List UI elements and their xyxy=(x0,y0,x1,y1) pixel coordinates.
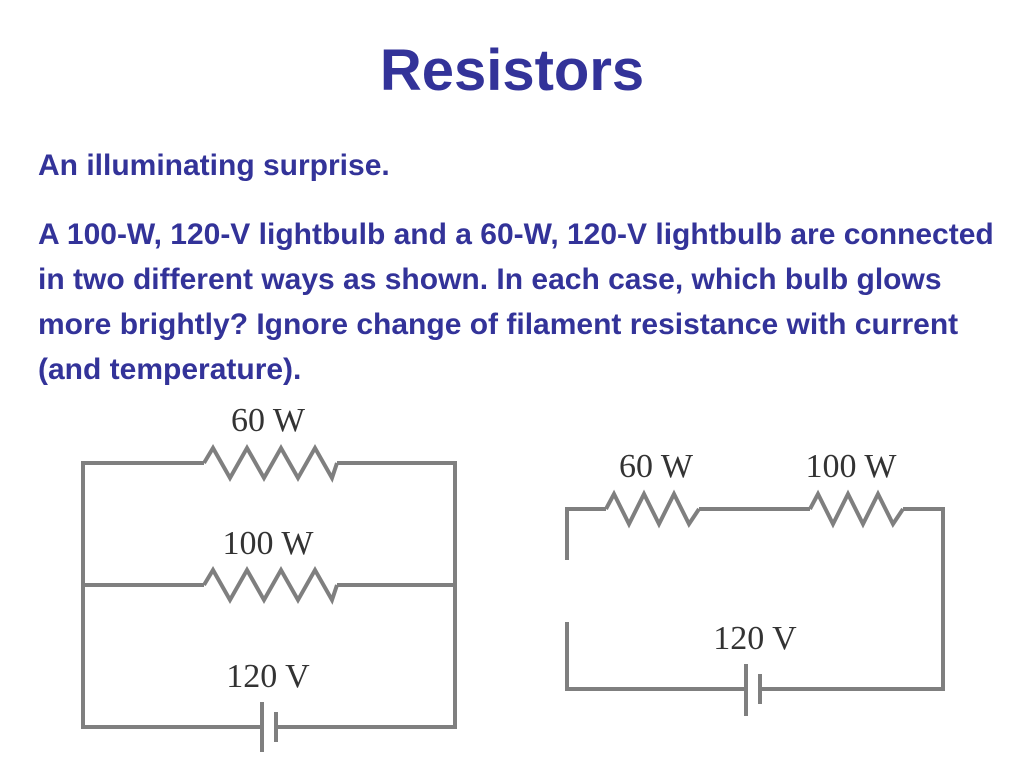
parallel-circuit: 60 W 100 W 120 V xyxy=(81,402,457,752)
series-circuit: 60 W 100 W 120 V xyxy=(565,448,945,716)
parallel-top-resistor-label: 60 W xyxy=(231,402,306,439)
parallel-outer-wire xyxy=(81,461,457,729)
slide-subtitle: An illuminating surprise. xyxy=(38,149,390,182)
parallel-middle-resistor-label: 100 W xyxy=(223,525,315,562)
parallel-middle-resistor xyxy=(202,565,339,605)
parallel-top-resistor xyxy=(202,443,339,483)
parallel-battery xyxy=(260,702,278,752)
series-left-resistor-label: 60 W xyxy=(619,448,694,485)
series-left-resistor xyxy=(604,489,701,529)
series-top-wire xyxy=(565,507,945,691)
problem-statement: A 100-W, 120-V lightbulb and a 60-W, 120… xyxy=(38,218,994,386)
slide-title: Resistors xyxy=(379,38,645,103)
parallel-battery-label: 120 V xyxy=(226,658,310,695)
series-battery xyxy=(744,664,762,716)
series-battery-label: 120 V xyxy=(713,620,797,657)
series-right-resistor xyxy=(808,489,905,529)
series-right-resistor-label: 100 W xyxy=(806,448,898,485)
